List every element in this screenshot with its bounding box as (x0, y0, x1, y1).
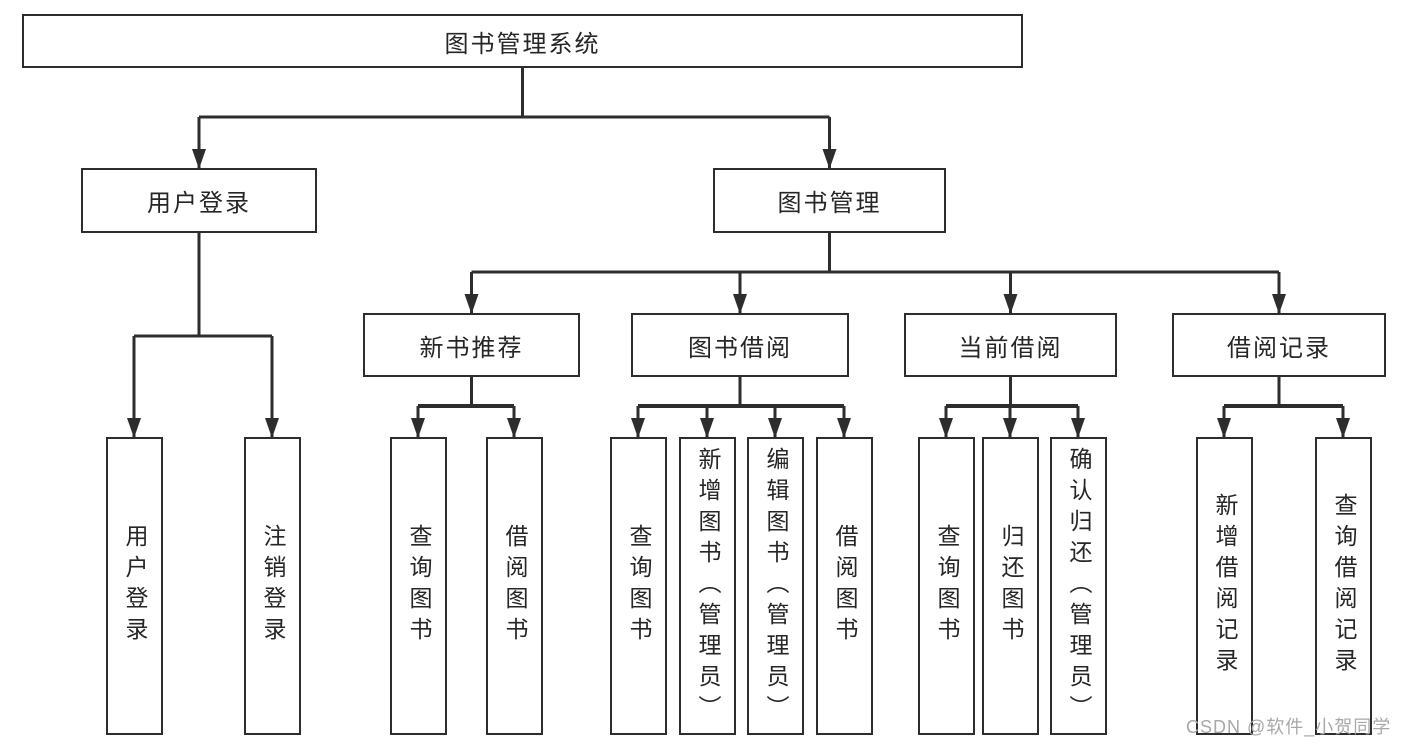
leaf-borrowing-edit-books-admin: 编辑图书（管理员） (747, 437, 804, 735)
leaf-borrowing-query-books: 查询图书 (610, 437, 667, 735)
leaf-records-add-record: 新增借阅记录 (1196, 437, 1253, 735)
leaf-records-add-record-label: 新增借阅记录 (1212, 493, 1238, 679)
leaf-current-query-books-label: 查询图书 (934, 524, 960, 648)
node-book-management-label: 图书管理 (777, 190, 882, 217)
leaf-newbook-borrow-books: 借阅图书 (486, 437, 543, 735)
node-book-borrowing-label: 图书借阅 (688, 334, 792, 362)
leaf-borrowing-query-books-label: 查询图书 (626, 524, 652, 648)
leaf-current-return-books: 归还图书 (982, 437, 1039, 735)
node-borrow-records-label: 借阅记录 (1227, 334, 1331, 362)
leaf-borrowing-edit-books-admin-label: 编辑图书（管理员） (763, 446, 789, 726)
node-new-book-recommend-label: 新书推荐 (419, 334, 524, 362)
leaf-newbook-borrow-books-label: 借阅图书 (502, 524, 528, 648)
leaf-logout: 注销登录 (244, 437, 301, 735)
leaf-records-query-record: 查询借阅记录 (1315, 437, 1372, 735)
connector-trunks (134, 68, 1281, 406)
leaf-logout-label: 注销登录 (260, 524, 286, 648)
leaf-current-confirm-return-admin: 确认归还（管理员） (1050, 437, 1107, 735)
leaf-current-query-books: 查询图书 (918, 437, 975, 735)
node-user-login: 用户登录 (81, 168, 317, 233)
node-current-borrowing-label: 当前借阅 (958, 334, 1063, 362)
node-user-login-label: 用户登录 (147, 190, 251, 217)
leaf-borrowing-add-books-admin-label: 新增图书（管理员） (695, 446, 721, 726)
leaf-borrowing-borrow-books-label: 借阅图书 (832, 524, 858, 648)
node-book-borrowing: 图书借阅 (631, 313, 849, 377)
leaf-current-confirm-return-admin-label: 确认归还（管理员） (1066, 446, 1092, 726)
node-current-borrowing: 当前借阅 (904, 313, 1117, 377)
leaf-newbook-query-books: 查询图书 (390, 437, 447, 735)
leaf-user-login-label: 用户登录 (122, 524, 148, 648)
leaf-current-return-books-label: 归还图书 (998, 524, 1024, 648)
leaf-borrowing-borrow-books: 借阅图书 (816, 437, 873, 735)
leaf-user-login: 用户登录 (106, 437, 163, 735)
node-root-label: 图书管理系统 (444, 30, 601, 58)
leaf-records-query-record-label: 查询借阅记录 (1331, 493, 1357, 679)
node-root: 图书管理系统 (22, 14, 1023, 68)
node-new-book-recommend: 新书推荐 (363, 313, 580, 377)
node-borrow-records: 借阅记录 (1172, 313, 1386, 377)
leaf-borrowing-add-books-admin: 新增图书（管理员） (679, 437, 736, 735)
csdn-watermark: CSDN @软件_小贺同学 (1186, 717, 1392, 737)
leaf-newbook-query-books-label: 查询图书 (406, 524, 432, 648)
node-book-management: 图书管理 (713, 168, 946, 233)
